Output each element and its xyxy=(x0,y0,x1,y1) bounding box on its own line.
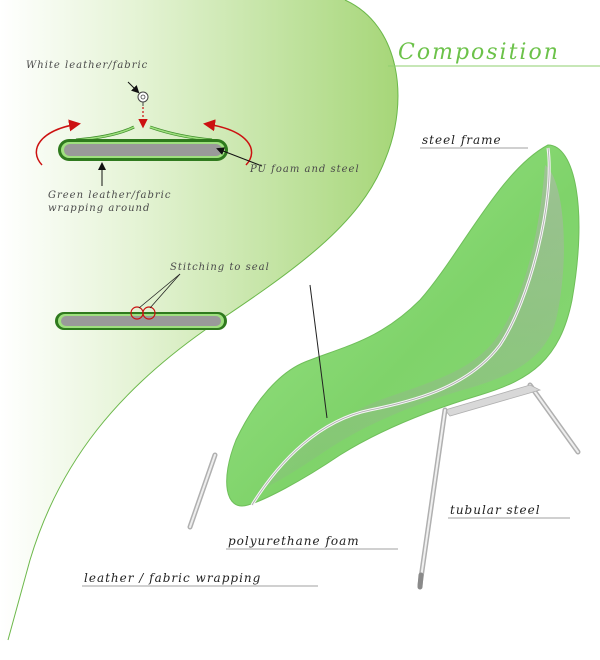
white-leather-label: White leather/fabric xyxy=(26,60,149,71)
tubular-steel-label: tubular steel xyxy=(450,503,541,517)
panel-edge-line xyxy=(7,0,399,641)
stitch-pin-icon xyxy=(137,91,149,106)
wrapping-pointer-line xyxy=(309,284,328,419)
stitching-cross-section xyxy=(55,273,227,330)
chair-leg xyxy=(529,384,579,453)
steel-frame-label: steel frame xyxy=(422,133,502,147)
green-leather-label-line2: wrapping around xyxy=(48,203,151,214)
green-leather-label-line1: Green leather/fabric xyxy=(48,190,172,201)
tubular-steel-frame xyxy=(444,384,542,417)
stitching-label: Stitching to seal xyxy=(170,262,270,273)
page-title: Composition xyxy=(398,40,560,65)
chair-leg xyxy=(419,409,446,586)
stitch-point-right xyxy=(142,306,156,320)
chair-leg xyxy=(189,454,216,528)
polyurethane-foam-label: polyurethane foam xyxy=(228,534,360,548)
chair-leg-foot xyxy=(417,572,424,590)
pu-foam-steel-label: PU foam and steel xyxy=(250,164,360,175)
chair-seat-shell xyxy=(226,144,580,507)
chair-illustration xyxy=(187,144,581,590)
wrapping-label: leather / fabric wrapping xyxy=(84,571,262,585)
wrapping-cross-section xyxy=(35,81,263,186)
